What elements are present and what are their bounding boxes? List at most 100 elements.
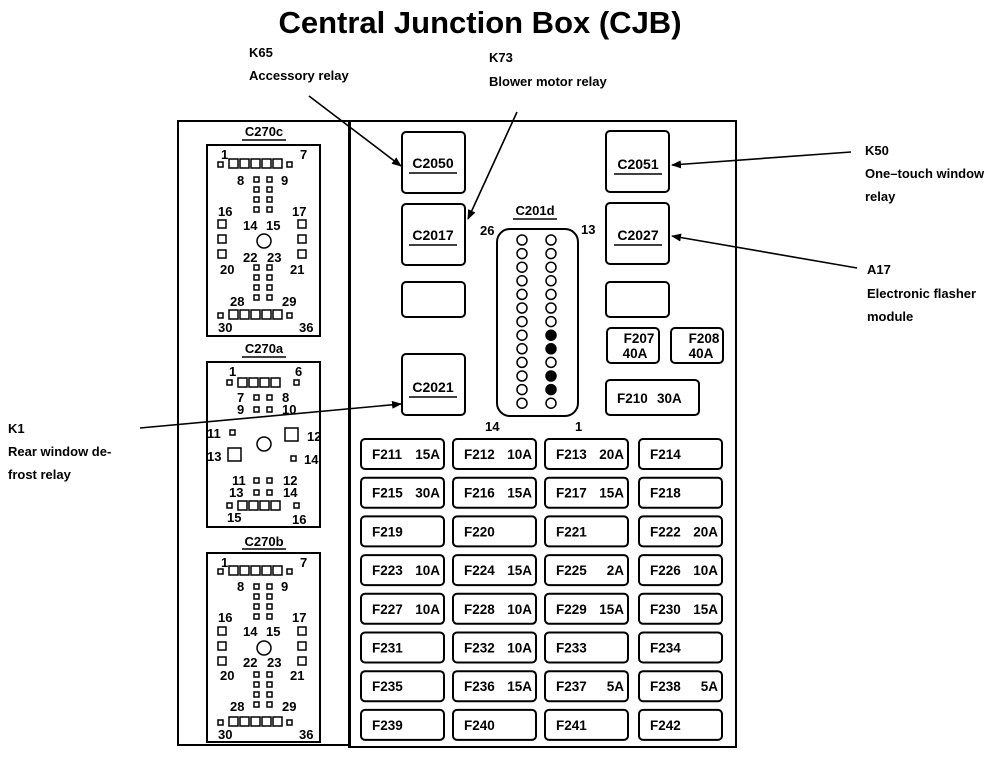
fuse-f239[interactable]: F239 [360,708,445,741]
fuse-body [638,708,723,741]
pin-socket [253,681,260,688]
pin-empty [516,288,528,301]
fuse-f207[interactable]: F207 40A [606,327,660,364]
fuse-id: F229 [556,602,587,617]
pin-socket [266,394,273,401]
pin-socket [270,500,281,511]
pin-socket [217,656,227,666]
pin-socket [286,312,293,319]
fuse-body [360,592,445,625]
fuse-f231[interactable]: F231 [360,631,445,664]
relay-label: C2051 [617,156,658,172]
fuse-f233[interactable]: F233 [544,631,629,664]
fuse-f219[interactable]: F219 [360,515,445,548]
fuse-id: F236 [464,679,495,694]
pin-label: 23 [267,655,281,670]
fuse-id: F214 [650,447,681,462]
fuse-f240[interactable]: F240 [452,708,537,741]
fuse-rating: 15A [507,486,532,501]
fuse-rating: 10A [693,563,718,578]
pin-socket [297,234,307,244]
pin-label: 22 [243,655,257,670]
fuse-body [360,631,445,664]
pin-empty [545,247,557,260]
fuse-f235[interactable]: F235 [360,670,445,703]
fuse-body [638,476,723,509]
pin-label: 7 [300,147,307,162]
fuse-f214[interactable]: F214 [638,438,723,470]
pin-label: 16 [218,204,232,219]
pin-socket [266,593,273,600]
pin-socket [266,489,273,496]
pin-socket [266,671,273,678]
fuse-rating: 15A [507,563,532,578]
fuse-body [452,670,537,703]
fuse-id: F212 [464,447,495,462]
pin-socket [253,671,260,678]
fuse-body [638,438,723,470]
pin-empty [516,356,528,369]
pin-socket [266,186,273,193]
fuse-rating: 20A [599,447,624,462]
fuse-id: F226 [650,563,681,578]
pin-empty [516,397,528,409]
fuse-f220[interactable]: F220 [452,515,537,548]
connector-c270a-label: C270a [245,341,284,356]
fuse-f208[interactable]: F208 40A [670,327,724,364]
fuse-f234[interactable]: F234 [638,631,723,664]
leader-line-k1 [139,400,402,429]
relay-c2050[interactable]: C2050 [401,131,466,194]
fuse-body [638,592,723,625]
relay-c2027[interactable]: C2027 [605,202,670,265]
fuse-body [452,515,537,548]
pin-socket [266,274,273,281]
pin-label: 1 [221,147,228,162]
relay-c2021[interactable]: C2021 [401,353,466,416]
fuse-f242[interactable]: F242 [638,708,723,741]
pin-socket [226,379,233,386]
pin-socket [293,379,300,386]
fuse-f241[interactable]: F241 [544,708,629,741]
relay-c2051[interactable]: C2051 [605,130,670,193]
pin-label: 17 [292,610,306,625]
pin-socket [250,158,261,169]
relay-label: C2050 [412,155,453,171]
fuse-f218[interactable]: F218 [638,476,723,509]
relay-c2017[interactable]: C2017 [401,203,466,266]
fuse-body [452,438,537,470]
pin-socket [266,294,273,301]
pin-socket [253,603,260,610]
pin-label: 9 [237,402,244,417]
pin-socket [237,500,248,511]
fuse-f226[interactable]: F226 10A [638,554,723,587]
pin-label: 11 [207,426,221,441]
relay-blank-left[interactable] [401,281,466,318]
fuse-rating: 30A [415,486,440,501]
pin-label: 29 [282,294,296,309]
fuse-f210[interactable]: F210 30A [605,379,700,416]
callout-a17: A17 Electronic flasher module [867,262,976,324]
pin-empty [516,261,528,273]
fuse-f221[interactable]: F221 [544,515,629,548]
relay-blank-right[interactable] [605,281,670,318]
pin-socket [286,719,293,726]
pin-label: 20 [220,262,234,277]
